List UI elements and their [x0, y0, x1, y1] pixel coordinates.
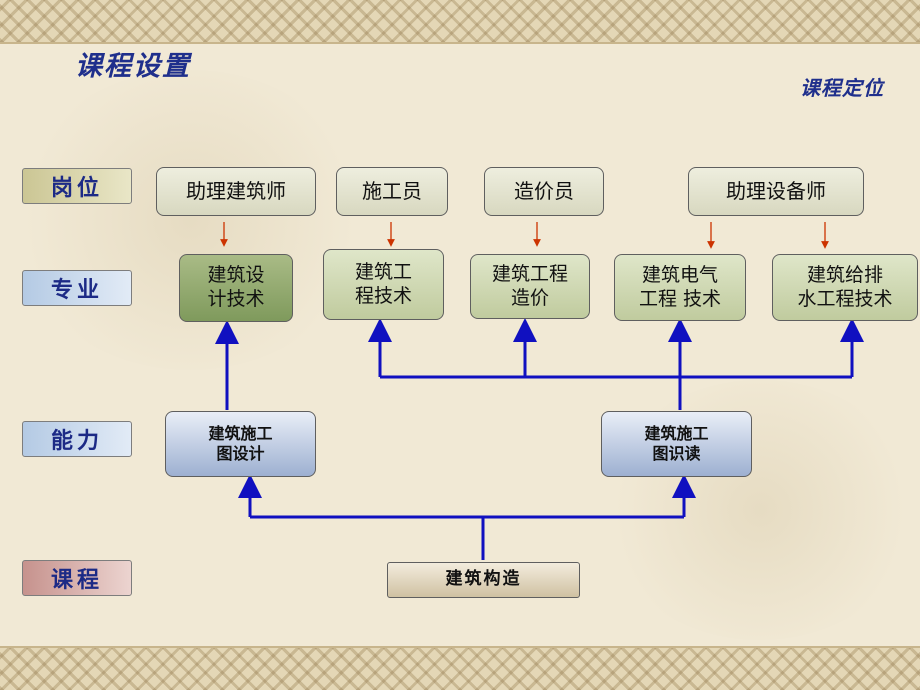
- major-architectural-design: 建筑设 计技术: [179, 254, 293, 322]
- major-label-line: 程技术: [354, 284, 412, 307]
- row-label-positions: 岗位: [22, 168, 132, 204]
- ability-label-line: 图识读: [652, 444, 701, 463]
- row-label-courses: 课程: [22, 560, 132, 596]
- decorative-border-top: [0, 0, 920, 44]
- decorative-border-bottom: [0, 646, 920, 690]
- ability-label-line: 图设计: [216, 444, 265, 463]
- ability-drawing-design: 建筑施工 图设计: [165, 411, 316, 477]
- position-label: 施工员: [362, 179, 422, 203]
- major-label-line: 工程 技术: [638, 287, 722, 310]
- position-assistant-equipment-engineer: 助理设备师: [688, 167, 864, 216]
- major-label-line: 水工程技术: [797, 287, 893, 310]
- row-label-majors: 专业: [22, 270, 132, 306]
- major-label-line: 建筑工: [354, 260, 412, 283]
- position-construction-worker: 施工员: [336, 167, 448, 216]
- major-engineering-cost: 建筑工程 造价: [470, 254, 590, 319]
- row-label-abilities: 能力: [22, 421, 132, 457]
- position-cost-estimator: 造价员: [484, 167, 604, 216]
- slide-subtitle: 课程定位: [800, 76, 884, 100]
- major-electrical-engineering: 建筑电气 工程 技术: [614, 254, 746, 321]
- major-construction-engineering: 建筑工 程技术: [323, 249, 444, 320]
- major-label-line: 造价: [510, 286, 549, 309]
- major-water-supply-drainage: 建筑给排 水工程技术: [772, 254, 918, 321]
- course-label: 建筑构造: [445, 569, 522, 590]
- course-building-construction: 建筑构造: [387, 562, 580, 598]
- slide-title: 课程设置: [75, 51, 191, 82]
- major-label-line: 建筑工程: [491, 262, 568, 285]
- ability-label-line: 建筑施工: [644, 424, 709, 443]
- position-label: 助理建筑师: [186, 179, 286, 203]
- major-label-line: 建筑设: [207, 264, 265, 287]
- position-label: 助理设备师: [726, 179, 826, 203]
- position-label: 造价员: [514, 179, 574, 203]
- position-assistant-architect: 助理建筑师: [156, 167, 316, 216]
- major-label-line: 建筑给排: [806, 263, 883, 286]
- ability-drawing-reading: 建筑施工 图识读: [601, 411, 752, 477]
- major-label-line: 计技术: [207, 288, 265, 310]
- major-label-line: 建筑电气: [641, 263, 718, 286]
- ability-label-line: 建筑施工: [208, 424, 273, 443]
